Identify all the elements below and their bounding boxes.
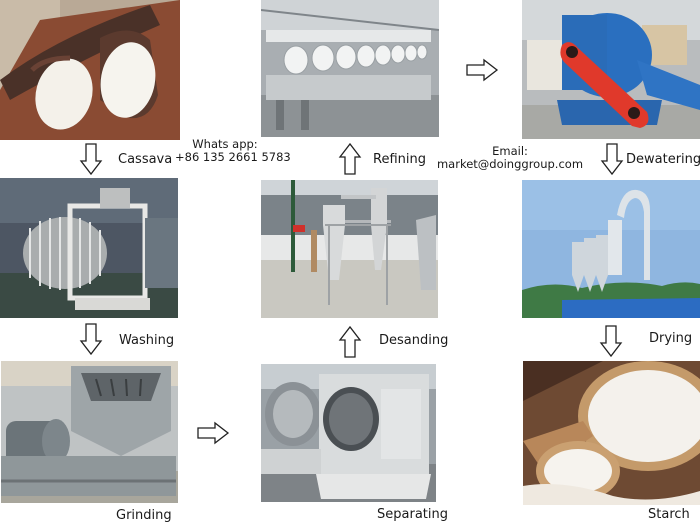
email-contact: Email: market@doinggroup.com [436, 145, 584, 171]
drying-flash-dryer-photo [522, 180, 700, 318]
arrow-right-icon [466, 58, 499, 82]
arrow-down-icon [599, 325, 623, 358]
separating-centrifuge-photo [261, 364, 436, 502]
step-label-cassava: Cassava [118, 152, 173, 167]
step-label-grinding: Grinding [116, 508, 172, 523]
step-label-starch: Starch [648, 507, 690, 522]
whatsapp-number: +86 135 2661 5783 [175, 150, 291, 164]
starch-powder-photo [523, 361, 700, 505]
grinding-machine-photo [1, 361, 178, 503]
refining-machine-photo [261, 0, 439, 137]
step-label-desanding: Desanding [379, 333, 449, 348]
arrow-up-icon [338, 325, 362, 358]
email-address: market@doinggroup.com [436, 157, 584, 171]
step-label-washing: Washing [119, 333, 175, 348]
arrow-down-icon [600, 143, 624, 176]
step-label-dewatering: Dewatering [626, 152, 700, 167]
washing-machine-photo [0, 178, 178, 318]
desanding-cyclone-photo [261, 180, 438, 318]
arrow-up-icon [338, 142, 362, 175]
arrow-down-icon [79, 143, 103, 176]
cassava-photo [0, 0, 180, 140]
email-label: Email: [492, 144, 528, 158]
step-label-refining: Refining [373, 152, 426, 167]
whatsapp-contact: Whats app: +86 135 2661 5783 [175, 137, 291, 164]
arrow-down-icon [79, 323, 103, 356]
step-label-separating: Separating [377, 507, 448, 522]
whatsapp-label: Whats app: [192, 137, 258, 151]
arrow-right-icon [197, 421, 230, 445]
step-label-drying: Drying [649, 331, 693, 346]
dewatering-fan-photo [522, 0, 700, 139]
